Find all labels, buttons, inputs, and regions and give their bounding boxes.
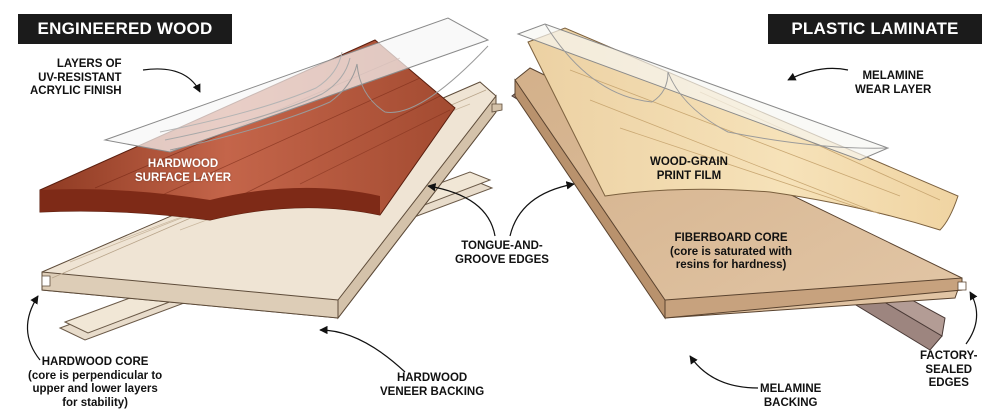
uv-finish-arrow [142,68,201,93]
factory-sealed-label: FACTORY- SEALED EDGES [920,350,978,389]
tongue-groove-arrow-left [427,183,496,237]
factory-sealed-arrow [965,291,978,345]
melamine-wear-layer [516,23,890,161]
plastic-laminate-title: PLASTIC LAMINATE [768,14,982,44]
tongue-groove-label: TONGUE-AND- GROOVE EDGES [455,240,549,266]
hardwood-core-label: HARDWOOD CORE (core is perpendicular to … [28,356,163,409]
wood-grain-print-film-layer [527,27,959,231]
hardwood-core-arrow [26,295,41,361]
acrylic-finish-layers [103,17,490,153]
fiberboard-core-label: FIBERBOARD CORE (core is saturated with … [670,232,793,271]
melamine-wear-label: MELAMINE WEAR LAYER [855,70,932,96]
melamine-wear-arrow [787,67,849,81]
engineered-wood-title: ENGINEERED WOOD [18,14,232,44]
veneer-backing-arrow [319,325,406,373]
veneer-backing-label: HARDWOOD VENEER BACKING [380,372,485,398]
wood-grain-label: WOOD-GRAIN PRINT FILM [650,156,728,182]
tongue-groove-arrow-right [509,181,575,237]
uv-finish-label: LAYERS OF UV-RESISTANT ACRYLIC FINISH [30,58,122,97]
melamine-backing-label: MELAMINE BACKING [760,383,822,409]
hardwood-surface-label: HARDWOOD SURFACE LAYER [135,158,232,184]
melamine-backing-arrow [689,355,759,389]
